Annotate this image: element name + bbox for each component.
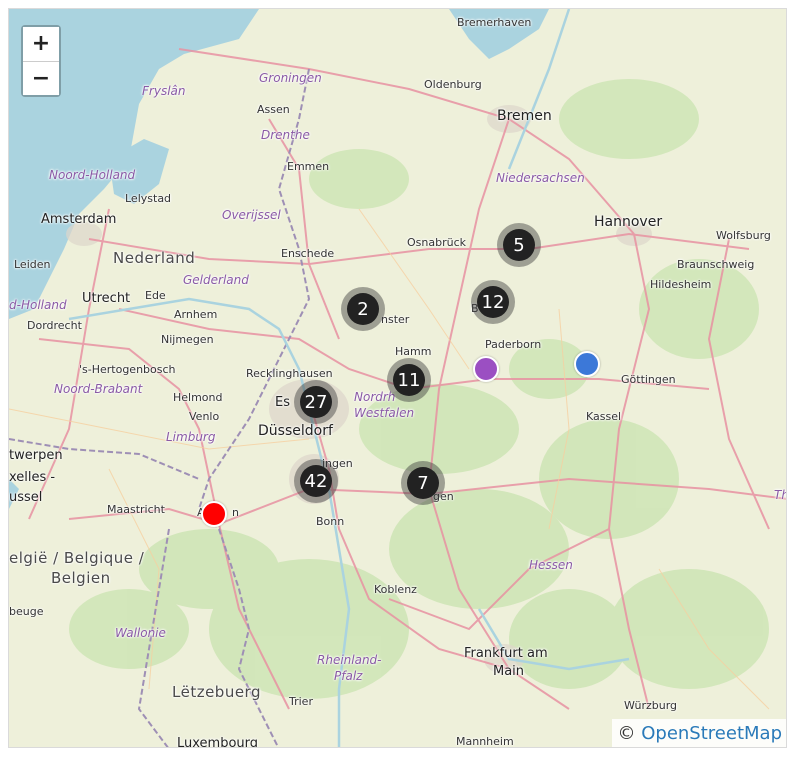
- label-letzebuerg: Lëtzebuerg: [172, 683, 261, 701]
- label-recklinghausen: Recklinghausen: [246, 367, 333, 380]
- label-hildesheim: Hildesheim: [650, 278, 712, 291]
- label-aachen-suffix: n: [232, 506, 239, 519]
- marker-cluster[interactable]: 5: [497, 223, 541, 267]
- label-overijssel: Overijssel: [222, 208, 281, 222]
- label-frankfurt: Frankfurt am: [464, 646, 548, 661]
- label-luxembourg: Luxembourg: [177, 736, 259, 748]
- label-belgie: elgië / Belgique /: [9, 549, 145, 567]
- label-dordrecht: Dordrecht: [27, 319, 82, 332]
- label-osnabruck: Osnabrück: [407, 236, 466, 249]
- label-wallonie: Wallonie: [115, 626, 166, 640]
- label-helmond: Helmond: [173, 391, 223, 404]
- marker-goettingen[interactable]: [574, 351, 600, 377]
- zoom-out-button[interactable]: −: [23, 61, 59, 95]
- map-attribution: © OpenStreetMap: [611, 719, 786, 747]
- label-dusseldorf: Düsseldorf: [258, 423, 333, 439]
- label-emmen: Emmen: [287, 160, 330, 173]
- label-gelderland: Gelderland: [183, 273, 249, 287]
- label-kassel: Kassel: [586, 410, 622, 423]
- map-base-layer: [9, 9, 786, 747]
- marker-paderborn[interactable]: [473, 356, 499, 382]
- label-amsterdam: Amsterdam: [41, 212, 117, 227]
- label-westfalen: Westfalen: [354, 406, 415, 420]
- label-lelystad: Lelystad: [125, 192, 172, 205]
- zoom-control: + −: [21, 25, 61, 97]
- label-essen: Es: [275, 395, 290, 410]
- label-hertogenbosch: 's-Hertogenbosch: [79, 363, 176, 376]
- label-arnhem: Arnhem: [174, 308, 218, 321]
- label-maastricht: Maastricht: [107, 503, 165, 516]
- label-utrecht: Utrecht: [82, 291, 131, 306]
- marker-cluster[interactable]: 12: [471, 280, 515, 324]
- label-antwerpen: twerpen: [9, 448, 63, 463]
- label-oldenburg: Oldenburg: [424, 78, 482, 91]
- label-bielefeld: B: [471, 302, 479, 315]
- label-gottingen: Göttingen: [621, 373, 676, 386]
- label-groningen: Groningen: [259, 71, 322, 85]
- copyright-symbol: ©: [617, 723, 636, 744]
- label-wurzburg: Würzburg: [624, 699, 678, 712]
- label-rheinland: Rheinland-: [317, 653, 382, 667]
- label-paderborn: Paderborn: [485, 338, 542, 351]
- label-niedersachsen: Niedersachsen: [496, 171, 585, 185]
- label-mannheim: Mannheim: [456, 735, 514, 748]
- label-trier: Trier: [289, 695, 313, 708]
- label-hessen: Hessen: [529, 558, 573, 572]
- marker-aachen[interactable]: [201, 501, 227, 527]
- label-bonn: Bonn: [316, 515, 345, 528]
- label-limburg: Limburg: [166, 430, 216, 444]
- label-wolfsburg: Wolfsburg: [716, 229, 771, 242]
- label-ede: Ede: [145, 289, 166, 302]
- label-solingen: ingen: [322, 457, 353, 470]
- label-hamm: Hamm: [395, 345, 432, 358]
- label-nederland: Nederland: [113, 249, 196, 267]
- map-container[interactable]: Bremerhaven Oldenburg Bremen Groningen F…: [8, 8, 787, 748]
- label-noord-brabant: Noord-Brabant: [54, 382, 143, 396]
- marker-cluster[interactable]: 7: [401, 461, 445, 505]
- marker-cluster[interactable]: 11: [387, 358, 431, 402]
- marker-cluster[interactable]: 42: [294, 459, 338, 503]
- label-thuringen: Th: [774, 488, 786, 502]
- label-aachen: A: [197, 507, 205, 518]
- label-munster: nster: [381, 313, 410, 326]
- label-bruxelles: xelles -: [9, 470, 56, 485]
- cluster-count: 2: [347, 293, 379, 325]
- label-fryslan: Fryslân: [142, 84, 186, 98]
- cluster-count: 12: [477, 286, 509, 318]
- label-nordrhein: Nordrh: [354, 390, 396, 404]
- label-zuid-holland: d-Holland: [9, 298, 67, 312]
- label-brussel: ussel: [9, 490, 43, 505]
- label-leuge: beuge: [9, 605, 44, 618]
- label-bremerhaven: Bremerhaven: [457, 16, 532, 29]
- label-pfalz: Pfalz: [334, 669, 363, 683]
- marker-cluster[interactable]: 27: [294, 380, 338, 424]
- label-hannover: Hannover: [594, 214, 663, 230]
- cluster-count: 7: [407, 467, 439, 499]
- zoom-in-button[interactable]: +: [23, 27, 59, 61]
- label-noord-holland: Noord-Holland: [49, 168, 136, 182]
- label-main: Main: [493, 664, 525, 679]
- marker-cluster[interactable]: 2: [341, 287, 385, 331]
- label-koblenz: Koblenz: [374, 583, 417, 596]
- label-leiden: Leiden: [14, 258, 51, 271]
- cluster-count: 42: [300, 465, 332, 497]
- cluster-count: 27: [300, 386, 332, 418]
- label-assen: Assen: [257, 103, 290, 116]
- label-venlo: Venlo: [189, 410, 220, 423]
- cluster-count: 5: [503, 229, 535, 261]
- label-bremen: Bremen: [497, 108, 552, 124]
- cluster-count: 11: [393, 364, 425, 396]
- label-belgien: Belgien: [51, 569, 111, 587]
- label-siegen: gen: [433, 490, 454, 503]
- label-enschede: Enschede: [281, 247, 335, 260]
- openstreetmap-link[interactable]: OpenStreetMap: [641, 723, 782, 744]
- label-braunschweig: Braunschweig: [677, 258, 755, 271]
- label-nijmegen: Nijmegen: [161, 333, 214, 346]
- label-drenthe: Drenthe: [261, 128, 310, 142]
